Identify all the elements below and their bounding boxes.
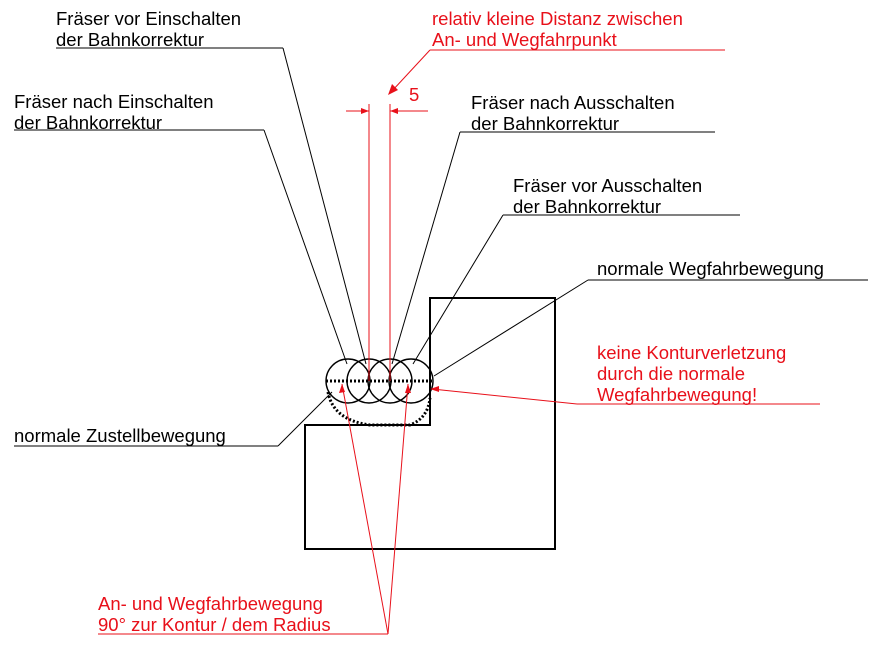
dimension-value: 5 [409,84,419,105]
after-on-leader [263,129,348,365]
approach-arrow-left [339,384,345,393]
label-small-distance-line2: An- und Wegfahrpunkt [432,29,617,50]
small-distance-leader [391,49,431,92]
small-distance-arrow [388,84,398,95]
no-violation-arrow [430,386,439,392]
dimension-arrow-right [390,108,398,114]
label-before-on-line1: Fräser vor Einschalten [56,8,241,29]
label-after-on-line2: der Bahnkorrektur [14,112,162,133]
after-off-leader [391,131,461,365]
approach-arrow-right [405,384,411,393]
before-on-leader [282,47,367,365]
label-before-off-line2: der Bahnkorrektur [513,196,661,217]
label-no-violation-line2: durch die normale [597,363,745,384]
label-no-violation-line1: keine Konturverletzung [597,342,786,363]
cutter-position-4 [388,358,434,404]
label-no-violation-line3: Wegfahrbewegung! [597,384,757,405]
approach-leader-right [387,383,409,635]
no-violation-leader [431,388,578,405]
label-normal-feed: normale Zustellbewegung [14,425,226,446]
normal-feed-leader [277,391,333,447]
label-normal-exit: normale Wegfahrbewegung [597,258,824,279]
label-before-off-line1: Fräser vor Ausschalten [513,175,702,196]
label-before-on-line2: der Bahnkorrektur [56,29,204,50]
workpiece-contour [304,297,556,550]
label-approach-line1: An- und Wegfahrbewegung [98,593,323,614]
before-off-leader [412,214,504,365]
label-after-on-line1: Fräser nach Einschalten [14,91,214,112]
label-approach-line2: 90° zur Kontur / dem Radius [98,614,331,635]
dimension-arrow-left [361,108,369,114]
approach-leader-left [341,383,389,635]
label-after-off-line1: Fräser nach Ausschalten [471,92,675,113]
label-small-distance-line1: relativ kleine Distanz zwischen [432,8,683,29]
label-after-off-line2: der Bahnkorrektur [471,113,619,134]
normal-exit-leader [433,279,589,377]
tool-path [326,379,433,427]
